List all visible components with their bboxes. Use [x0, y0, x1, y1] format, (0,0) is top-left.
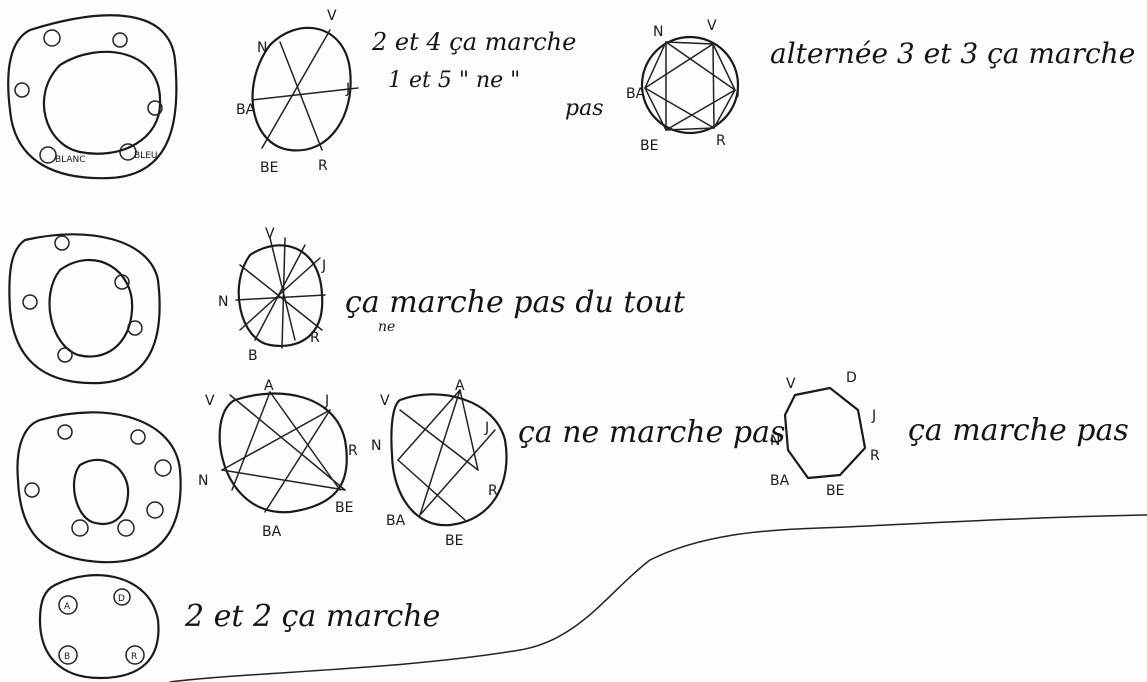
svg-text:N: N [198, 473, 208, 489]
note-insert-ne: ne [378, 320, 395, 334]
svg-text:BA: BA [236, 102, 256, 118]
round-frame-with-seven-spots [17, 412, 180, 562]
rounded-frame-with-five-spots [9, 234, 159, 383]
svg-text:BA: BA [262, 524, 282, 540]
svg-text:N: N [653, 24, 663, 40]
svg-text:J: J [324, 393, 329, 409]
small-frame-with-four-spots: A D B R [40, 575, 158, 678]
svg-text:R: R [310, 330, 320, 346]
hexagon-graph-2-and-4: N V J BA BE R [236, 8, 358, 176]
hexagon-graph-perimeter: V D J N R BA BE [770, 370, 880, 499]
rounded-frame-with-six-spots: BLANC BLEU [8, 15, 176, 178]
svg-text:R: R [131, 652, 137, 662]
note-2-and-2-works: 2 et 2 ça marche [185, 602, 440, 632]
svg-text:J: J [871, 408, 876, 424]
svg-text:BE: BE [335, 500, 353, 516]
heptagon-graph-two: V A J N R BA BE [371, 378, 507, 549]
svg-text:BA: BA [626, 86, 646, 102]
svg-text:N: N [257, 40, 267, 56]
note-marche-pas: ça marche pas [908, 416, 1129, 446]
svg-text:R: R [716, 133, 726, 149]
svg-text:V: V [707, 18, 717, 34]
svg-text:D: D [118, 594, 125, 604]
svg-text:J: J [345, 81, 350, 97]
svg-text:R: R [318, 158, 328, 174]
svg-text:A: A [455, 378, 465, 394]
svg-text:J: J [321, 258, 326, 274]
svg-text:BA: BA [386, 513, 406, 529]
svg-text:BE: BE [640, 138, 658, 154]
svg-text:N: N [218, 294, 228, 310]
note-pas: pas [565, 98, 604, 120]
svg-text:R: R [870, 448, 880, 464]
svg-text:R: R [348, 443, 358, 459]
svg-text:D: D [846, 370, 857, 386]
note-1-and-5-not: 1 et 5 " ne " [388, 70, 520, 92]
svg-text:A: A [264, 378, 274, 394]
svg-text:V: V [786, 376, 796, 392]
svg-text:V: V [265, 226, 275, 242]
svg-text:B: B [64, 652, 70, 662]
svg-text:V: V [205, 393, 215, 409]
note-does-not-work-at-all: ça marche pas du tout [345, 288, 685, 318]
note-does-not-work: ça ne marche pas [518, 418, 785, 448]
hexagon-graph-alternating: N V J BA BE R [626, 18, 740, 154]
svg-text:BLEU: BLEU [134, 151, 157, 161]
svg-text:BE: BE [445, 533, 463, 549]
heptagon-graph-one: V A J N R BE BA [198, 378, 358, 540]
svg-text:V: V [327, 8, 337, 24]
svg-text:J: J [484, 420, 489, 436]
svg-text:BA: BA [770, 473, 790, 489]
svg-text:V: V [380, 393, 390, 409]
svg-text:N: N [371, 438, 381, 454]
note-alternating-works: alternée 3 et 3 ça marche [770, 40, 1135, 68]
svg-text:BLANC: BLANC [55, 155, 86, 165]
svg-text:BE: BE [260, 160, 278, 176]
svg-text:J: J [735, 83, 740, 99]
svg-text:B: B [248, 348, 258, 364]
note-2-and-4-works: 2 et 4 ça marche [372, 30, 576, 54]
svg-text:A: A [64, 602, 71, 612]
circle-graph-not-working: V J N R B [218, 226, 326, 364]
svg-text:BE: BE [826, 483, 844, 499]
svg-text:R: R [488, 483, 498, 499]
